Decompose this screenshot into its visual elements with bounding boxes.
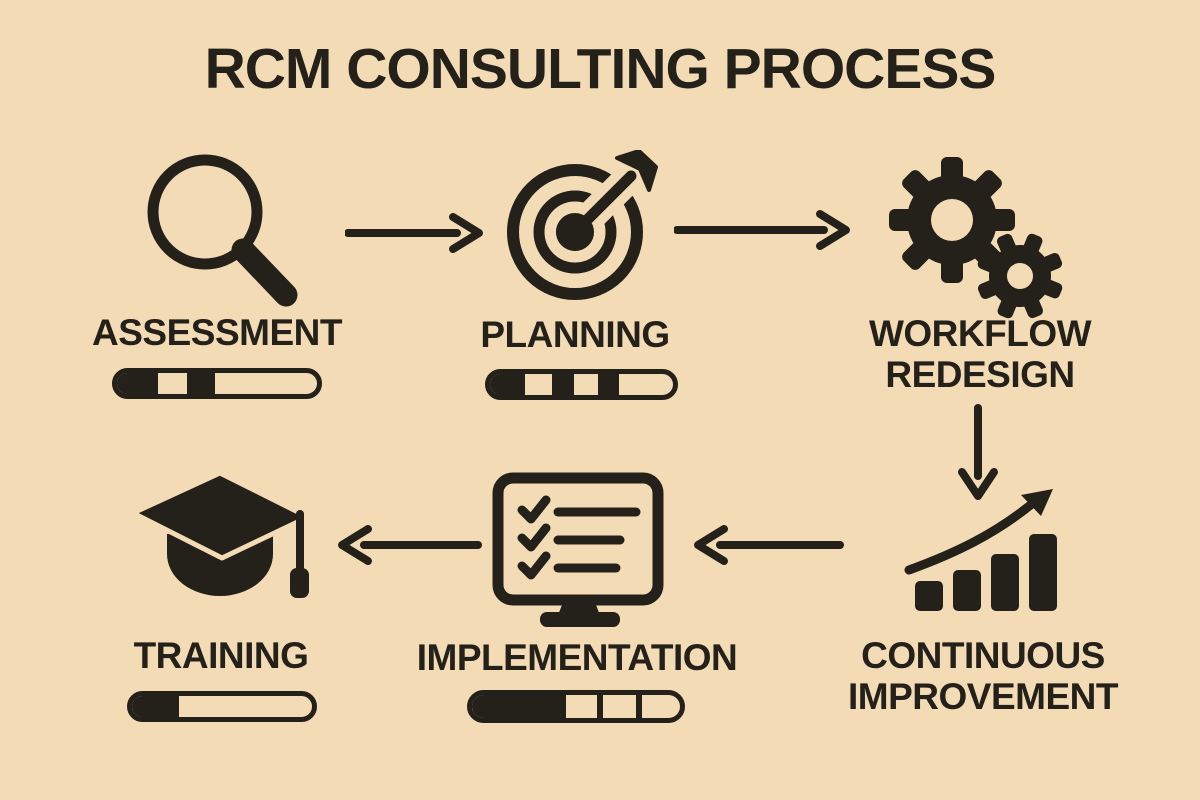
step-label-planning: PLANNING [480, 314, 670, 355]
target-arrow-icon [493, 150, 663, 320]
progress-bar-implementation [467, 690, 685, 723]
progress-bar-training [127, 691, 317, 722]
progress-bar-planning [485, 369, 678, 400]
arrow-right-icon [674, 208, 854, 252]
magnifier-icon [135, 148, 305, 318]
step-label-implementation: IMPLEMENTATION [416, 637, 738, 678]
step-label-workflow-redesign: WORKFLOW REDESIGN [868, 313, 1092, 395]
progress-bar-assessment [112, 368, 322, 399]
arrow-down-icon [956, 404, 1000, 504]
step-label-training: TRAINING [133, 635, 309, 676]
arrow-left-icon [336, 523, 486, 567]
arrow-right-icon [345, 211, 485, 255]
monitor-checklist-icon [478, 470, 683, 630]
gears-icon [888, 156, 1068, 320]
arrow-left-icon [688, 523, 848, 567]
step-label-assessment: ASSESSMENT [92, 312, 342, 353]
growth-chart-icon [893, 486, 1068, 626]
graduation-cap-icon [118, 458, 323, 603]
step-label-continuous-improvement: CONTINUOUS IMPROVEMENT [848, 635, 1118, 717]
page-title: RCM CONSULTING PROCESS [204, 37, 997, 101]
